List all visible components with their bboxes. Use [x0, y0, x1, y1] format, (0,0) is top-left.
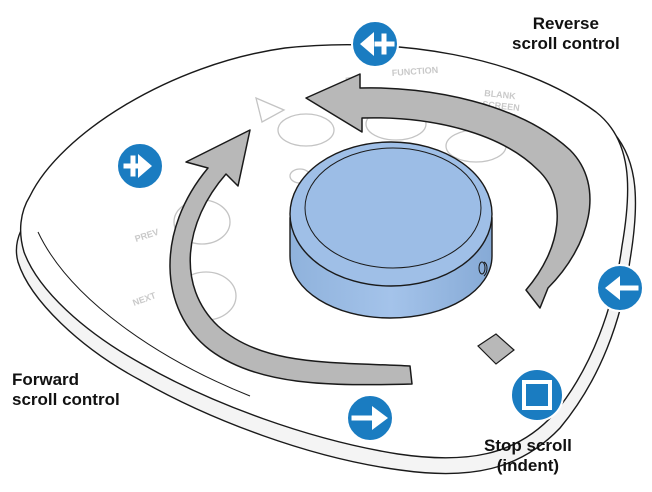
device-inner-edge	[37, 231, 251, 397]
forward-label-line2: scroll control	[12, 390, 120, 409]
stop-scroll-label: Stop scroll (indent)	[484, 436, 572, 476]
reverse-label-line1: Reverse	[532, 14, 599, 33]
forward-label-line1: Forward	[12, 370, 80, 389]
scroll-knob[interactable]	[289, 141, 493, 319]
forward-scroll-arrow	[169, 129, 413, 386]
stop-icon	[510, 368, 564, 422]
reverse-top-icon	[351, 20, 399, 68]
forward-scroll-label: Forward scroll control	[12, 370, 120, 410]
forward-left-icon	[116, 142, 164, 190]
stop-indent	[477, 333, 515, 365]
stop-label-line2: (indent)	[496, 456, 560, 475]
stop-label-line1: Stop scroll	[484, 436, 572, 455]
reverse-scroll-arrow	[305, 73, 591, 309]
reverse-right-icon	[596, 264, 644, 312]
reverse-label-line2: scroll control	[512, 34, 620, 53]
top-left-button	[277, 113, 335, 147]
forward-bottom-icon	[346, 394, 394, 442]
blank-label: BLANK	[484, 88, 517, 101]
function-label: FUNCTION	[391, 65, 438, 78]
reverse-scroll-label: Reverse scroll control	[512, 14, 620, 54]
